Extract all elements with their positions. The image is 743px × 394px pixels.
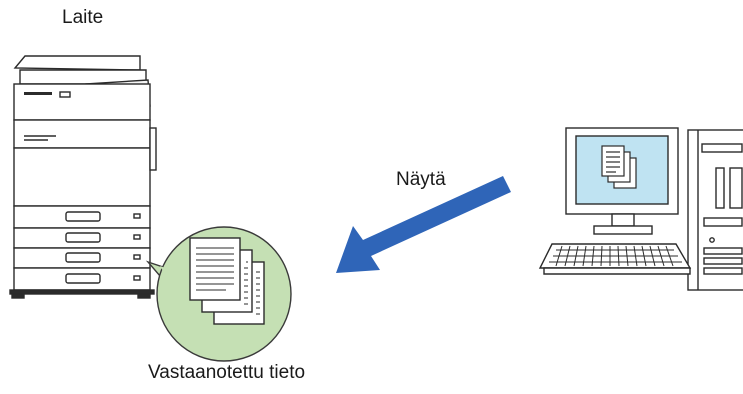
printer-icon	[9, 55, 157, 299]
device-label: Laite	[62, 7, 104, 28]
computer-icon	[538, 127, 743, 291]
display-label: Näytä	[396, 169, 446, 190]
documents-icon	[189, 237, 265, 325]
arrow-icon	[336, 176, 511, 273]
received-data-label: Vastaanotettu tieto	[148, 362, 306, 383]
